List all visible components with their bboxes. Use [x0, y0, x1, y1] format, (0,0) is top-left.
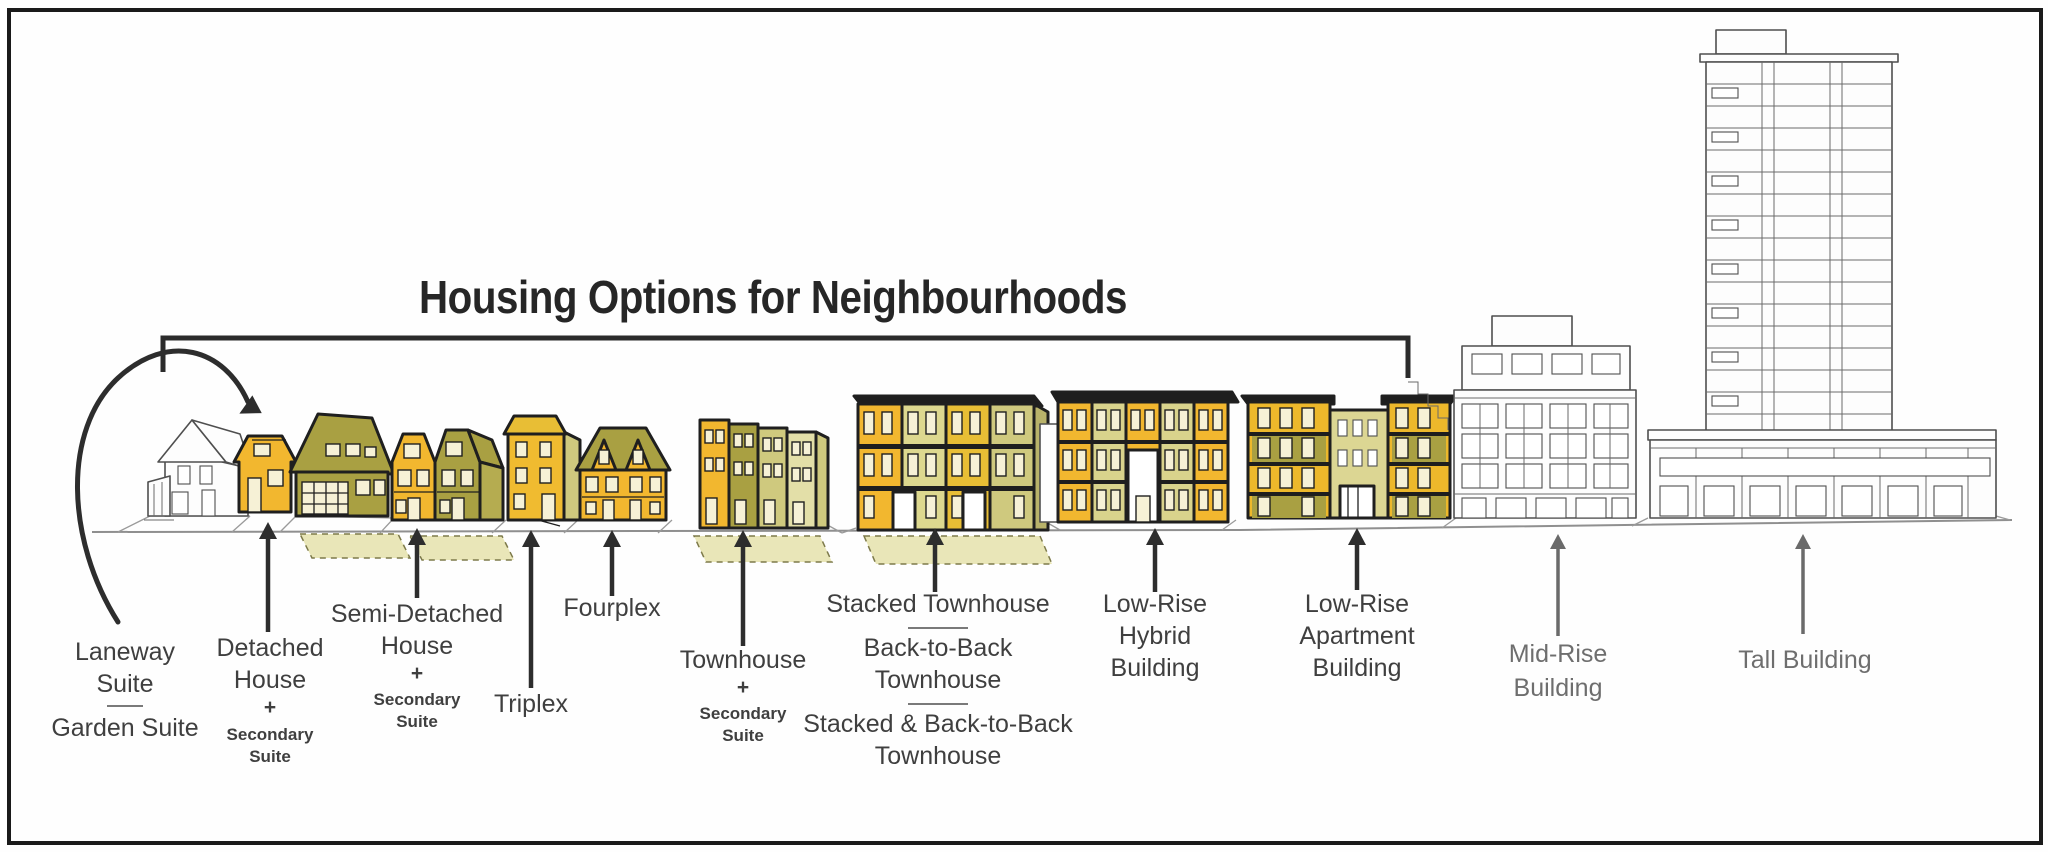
white-detached-house-illustration [144, 419, 253, 521]
label-apartment-line3: Building [1313, 654, 1402, 682]
arrow-low-rise-apartment [1348, 528, 1366, 590]
mid-rise-illustration [1453, 315, 1637, 519]
label-stacked-townhouse: Stacked Townhouse [826, 590, 1049, 618]
arrow-fourplex [603, 530, 621, 596]
label-townhouse-line1: Townhouse [680, 646, 806, 674]
label-apartment-line1: Low-Rise [1305, 590, 1409, 618]
label-detached-house: Detached House + Secondary Suite [216, 634, 323, 766]
label-detached-secondary2: Suite [249, 747, 291, 766]
label-back-to-back-line1: Back-to-Back [864, 634, 1013, 662]
label-semi-detached-house: Semi-Detached House + Secondary Suite [331, 600, 503, 731]
label-semi-secondary2: Suite [396, 712, 438, 731]
label-detached-line2: House [234, 666, 306, 694]
ground-patch-stacked [862, 535, 1054, 565]
arrow-tall-building [1795, 534, 1811, 634]
label-midrise-line2: Building [1514, 674, 1603, 702]
arrow-stacked-townhouse [926, 528, 944, 592]
townhouse-illustration [698, 418, 830, 530]
label-apartment-line2: Apartment [1299, 622, 1414, 650]
detached-house-illustration [288, 412, 396, 518]
tower-floor-lines [1706, 62, 1892, 436]
triplex-illustration [502, 414, 582, 527]
option-labels: Laneway Suite Garden Suite Detached Hous… [51, 590, 1871, 770]
label-fourplex: Fourplex [563, 594, 661, 622]
label-stacked-back-to-back-line2: Townhouse [875, 742, 1001, 770]
arrow-detached-house [259, 522, 277, 632]
label-laneway-line1: Laneway [75, 638, 176, 666]
arrow-semi-detached [408, 528, 426, 598]
arrow-townhouse [734, 530, 752, 646]
label-midrise-line1: Mid-Rise [1509, 640, 1608, 668]
ground-patch-detached [298, 533, 412, 559]
arrow-low-rise-hybrid [1146, 528, 1164, 592]
label-townhouse: Townhouse + Secondary Suite [680, 646, 806, 745]
arrow-triplex [522, 530, 540, 688]
fourplex-illustration [574, 426, 672, 522]
label-detached-line1: Detached [216, 634, 323, 662]
diagram-title: Housing Options for Neighbourhoods [419, 271, 1127, 323]
frame-border [7, 8, 2043, 845]
label-semi-line1: Semi-Detached [331, 600, 503, 628]
street-ground-line [91, 519, 2013, 533]
tall-building-illustration [1647, 29, 1997, 519]
low-rise-hybrid-illustration [1039, 390, 1240, 524]
label-detached-plus: + [264, 696, 276, 719]
label-triplex: Triplex [494, 690, 569, 718]
laneway-curved-arrow [75, 348, 262, 625]
arrow-mid-rise [1550, 534, 1566, 636]
label-semi-line2: House [381, 632, 453, 660]
ground-tint-patches [298, 533, 1054, 565]
label-laneway-line2: Suite [97, 670, 154, 698]
label-townhouse-plus: + [737, 676, 749, 699]
label-hybrid-line1: Low-Rise [1103, 590, 1207, 618]
label-stacked-back-to-back-line1: Stacked & Back-to-Back [803, 710, 1073, 738]
label-low-rise-hybrid: Low-Rise Hybrid Building [1103, 590, 1207, 682]
pointer-arrows [259, 522, 1811, 688]
stacked-townhouse-illustration [852, 394, 1050, 532]
laneway-suite-illustration [232, 434, 298, 514]
semi-detached-house-illustration [390, 428, 505, 522]
label-semi-plus: + [411, 662, 423, 685]
label-laneway-garden-suite: Laneway Suite Garden Suite [51, 638, 198, 742]
label-garden-suite: Garden Suite [51, 714, 198, 742]
label-tall-building: Tall Building [1738, 646, 1871, 674]
ground-patch-semi [408, 535, 516, 561]
label-hybrid-line3: Building [1111, 654, 1200, 682]
label-low-rise-apartment: Low-Rise Apartment Building [1299, 590, 1414, 682]
low-rise-apartment-illustration [1240, 394, 1458, 520]
stepped-building-outline [1408, 381, 1449, 430]
label-townhouse-secondary2: Suite [722, 726, 764, 745]
label-townhouse-secondary1: Secondary [700, 704, 787, 723]
label-stacked-townhouse-group: Stacked Townhouse Back-to-Back Townhouse… [803, 590, 1073, 770]
label-mid-rise: Mid-Rise Building [1509, 640, 1608, 702]
grouping-bracket [160, 335, 1411, 378]
ground-patch-townhouse [692, 535, 834, 563]
label-semi-secondary1: Secondary [374, 690, 461, 709]
label-back-to-back-line2: Townhouse [875, 666, 1001, 694]
label-detached-secondary1: Secondary [227, 725, 314, 744]
label-hybrid-line2: Hybrid [1119, 622, 1191, 650]
tower-balconies [1711, 87, 1739, 407]
